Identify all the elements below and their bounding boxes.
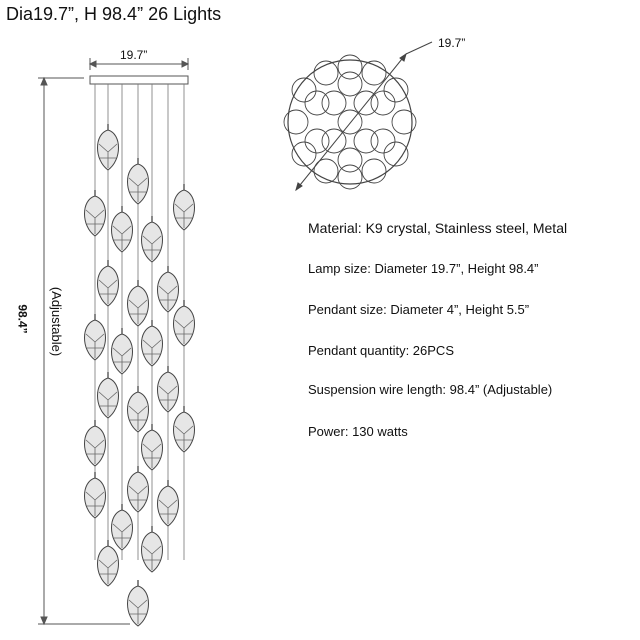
crystal-pendant [111,333,133,375]
crystal-pendant [84,477,106,519]
crystal-pendant [127,471,149,513]
crystal-pendant [141,221,163,263]
crystal-pendant [111,509,133,551]
top-view-ring [391,109,417,135]
crystal-pendant [97,129,119,171]
top-view-ring [283,109,309,135]
top-view-ring [337,71,363,97]
crystal-pendant [173,411,195,453]
top-view-ring [304,90,330,116]
top-view-ring [383,77,409,103]
crystal-pendant [127,391,149,433]
top-view-ring [361,60,387,86]
top-view-ring [337,54,363,80]
canopy-width-dimension [88,58,190,70]
height-label: 98.4” [15,304,30,334]
spec-pendant-quantity: Pendant quantity: 26PCS [308,343,454,358]
crystal-pendant [127,285,149,327]
top-view-ring [353,128,379,154]
top-view-ring [383,141,409,167]
height-dimension [38,76,130,626]
crystal-pendant [84,425,106,467]
spec-power: Power: 130 watts [308,424,408,439]
crystal-pendant [173,305,195,347]
top-view-ring [321,128,347,154]
adjustable-label: (Adjustable) [49,286,65,357]
pendants [84,124,195,627]
spec-pendant-size: Pendant size: Diameter 4”, Height 5.5” [308,302,530,317]
top-diameter-dimension [295,41,433,192]
crystal-pendant [127,585,149,627]
crystal-pendant [173,189,195,231]
crystal-pendant [157,371,179,413]
top-view-rings [283,54,417,190]
top-view-ring [337,164,363,190]
crystal-pendant [111,211,133,253]
spec-lamp-size: Lamp size: Diameter 19.7”, Height 98.4” [308,261,539,276]
top-diameter-label: 19.7” [438,36,466,50]
top-view-ring [313,60,339,86]
crystal-pendant [157,271,179,313]
top-view-ring [370,128,396,154]
canopy-width-label: 19.7” [120,48,148,62]
crystal-pendant [97,377,119,419]
top-view-ring [291,77,317,103]
top-view [283,41,433,192]
top-view-ring [291,141,317,167]
crystal-pendant [97,545,119,587]
crystal-pendant [97,265,119,307]
crystal-pendant [141,531,163,573]
crystal-pendant [84,319,106,361]
crystal-pendant [127,163,149,205]
top-view-ring [361,158,387,184]
top-view-ring [337,109,363,135]
page-title: Dia19.7”, H 98.4” 26 Lights [6,4,222,24]
top-view-ring [321,90,347,116]
spec-wire-length: Suspension wire length: 98.4” (Adjustabl… [308,382,553,397]
top-view-ring [370,90,396,116]
spec-material: Material: K9 crystal, Stainless steel, M… [308,220,568,236]
crystal-pendant [141,429,163,471]
top-view-ring [337,147,363,173]
crystal-pendant [141,325,163,367]
crystal-pendant [84,195,106,237]
top-view-ring [313,158,339,184]
top-view-ring [304,128,330,154]
canopy [89,75,189,85]
top-view-ring [353,90,379,116]
crystal-pendant [157,485,179,527]
